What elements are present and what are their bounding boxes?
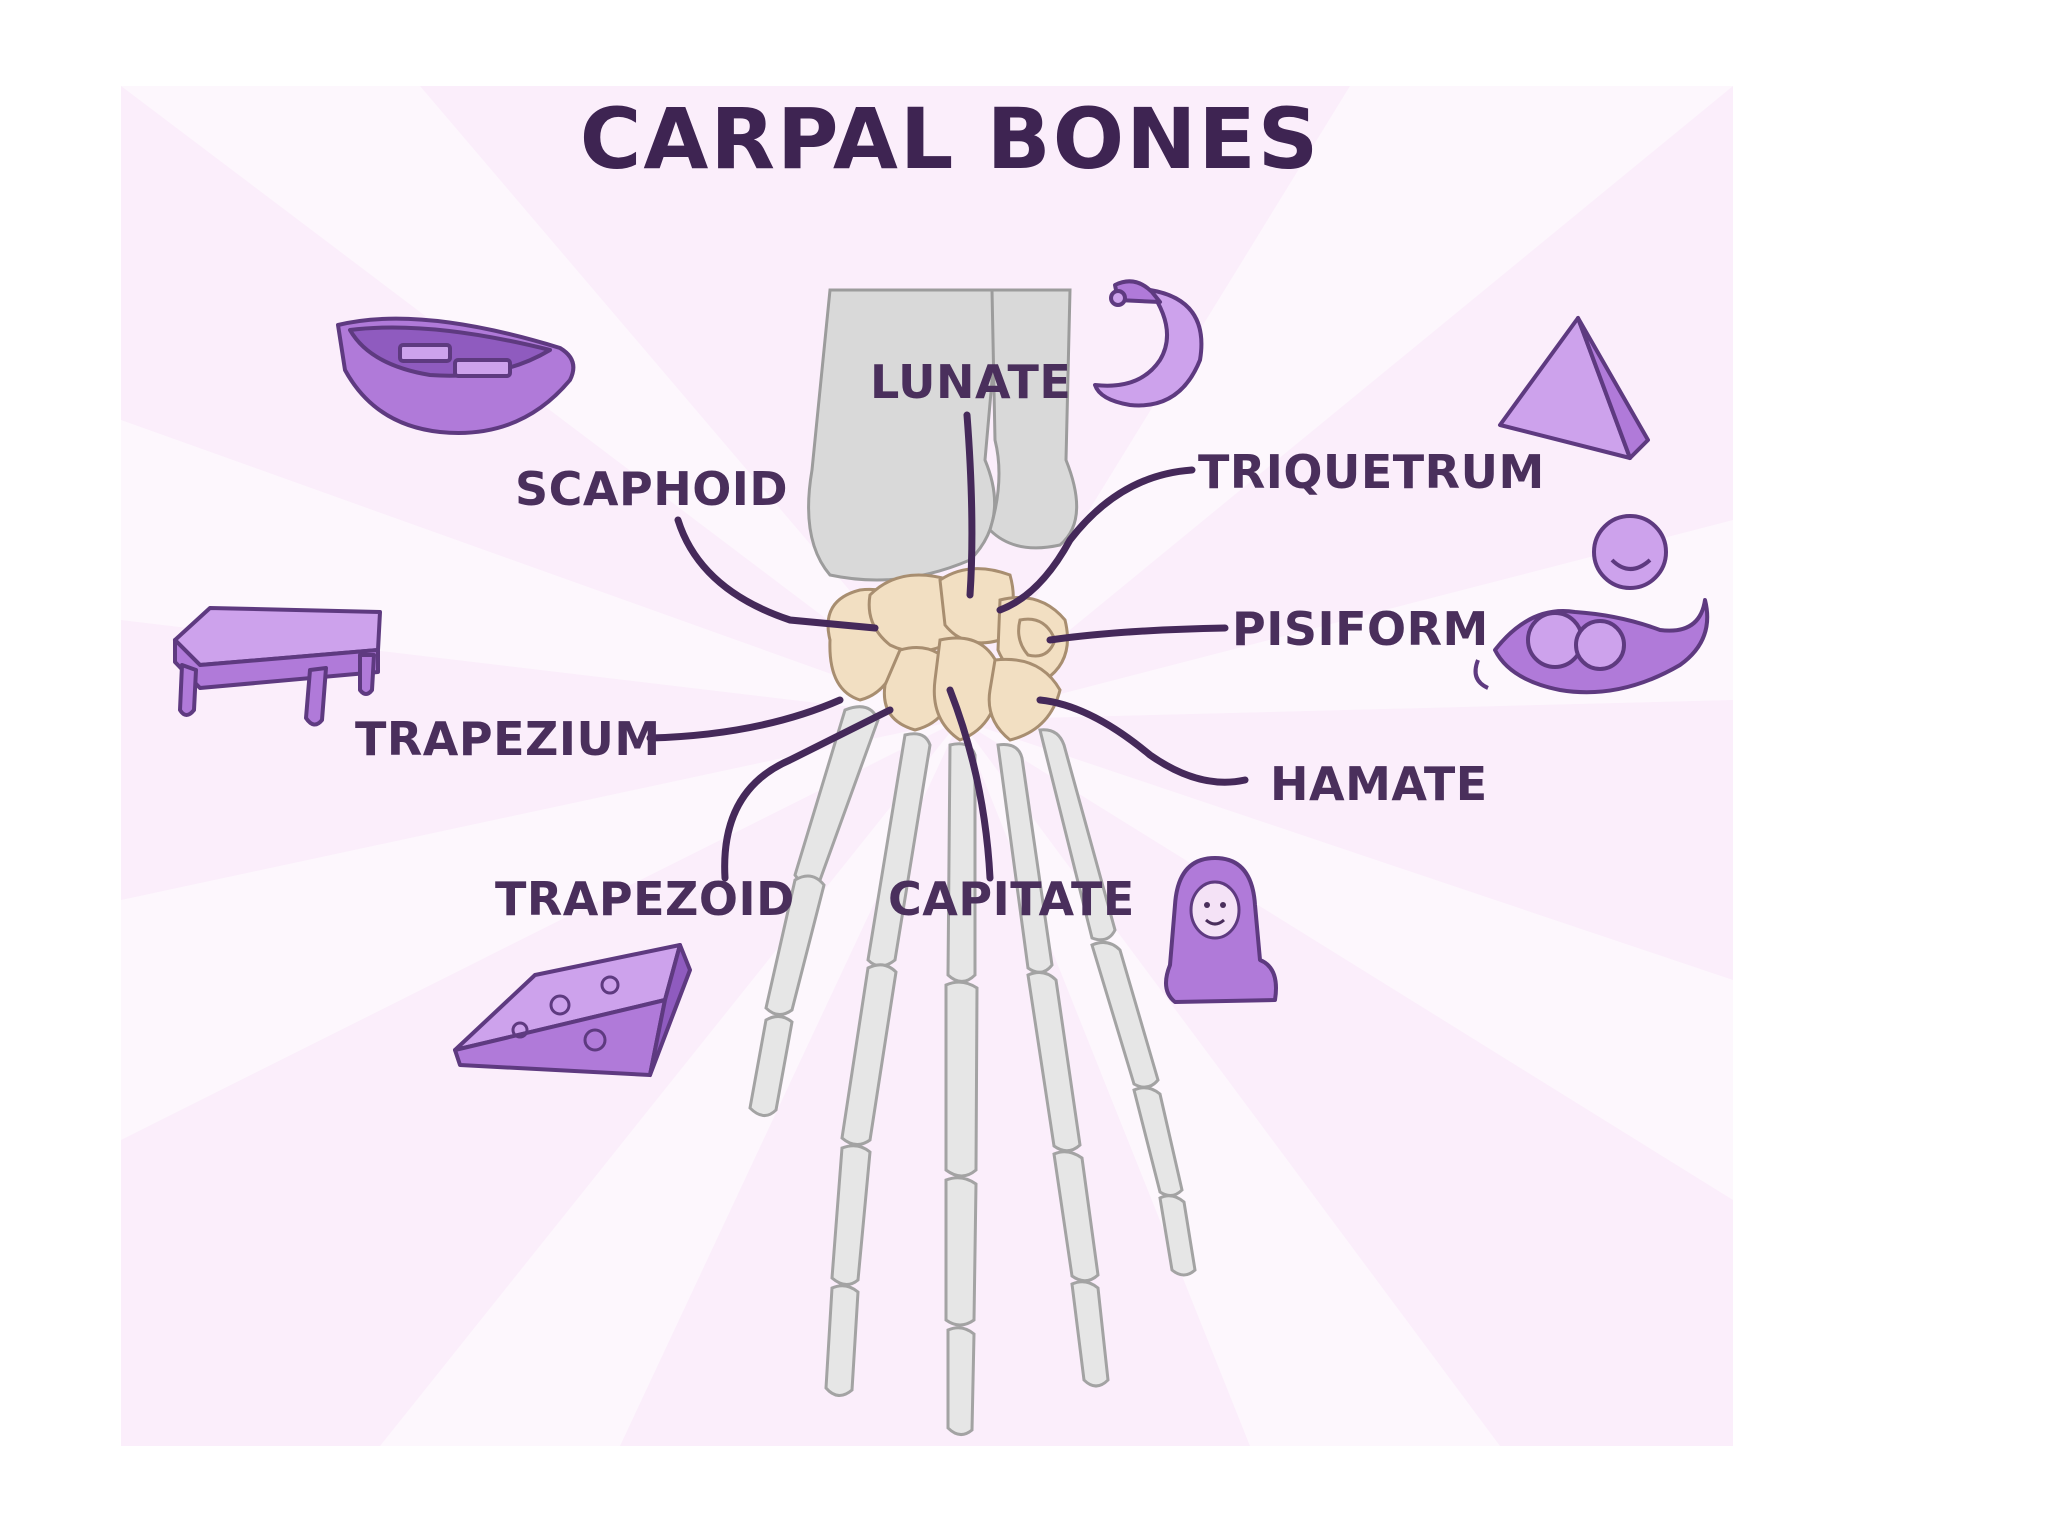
leader-lines	[646, 411, 1249, 882]
middle-distal	[946, 1326, 976, 1436]
label-hamate: HAMATE	[1270, 757, 1488, 811]
ulna-bone	[988, 288, 1079, 550]
ring-distal	[1070, 1280, 1110, 1388]
middle-middle	[944, 1176, 978, 1327]
label-trapezoid: TRAPEZOID	[495, 872, 795, 926]
little-proximal	[1090, 940, 1160, 1089]
carpal-cluster	[826, 567, 1069, 742]
ring-proximal	[1026, 970, 1082, 1153]
metacarpal-4	[996, 743, 1054, 974]
label-triquetrum: TRIQUETRUM	[1198, 445, 1545, 499]
label-pisiform: PISIFORM	[1232, 602, 1489, 656]
thumb-distal-phalanx	[748, 1015, 794, 1117]
index-distal	[824, 1284, 860, 1397]
label-scaphoid: SCAPHOID	[515, 462, 788, 516]
metacarpal-3	[946, 742, 977, 983]
boat-icon	[336, 316, 576, 435]
metacarpal-2	[866, 732, 932, 968]
label-capitate: CAPITATE	[888, 872, 1135, 926]
label-lunate: LUNATE	[870, 355, 1071, 409]
index-middle	[830, 1144, 872, 1286]
label-trapezium: TRAPEZIUM	[355, 712, 661, 766]
pyramid-icon	[1498, 316, 1650, 460]
hooded-figure-icon	[1164, 856, 1278, 1004]
metacarpal-5	[1038, 728, 1117, 942]
thumb-proximal-phalanx	[764, 874, 826, 1016]
hand-skeleton	[748, 288, 1197, 1436]
page-title: CARPAL BONES	[580, 90, 1321, 188]
index-proximal	[840, 963, 898, 1146]
little-middle	[1132, 1086, 1184, 1197]
cheese-wedge-icon	[453, 943, 692, 1077]
ring-middle	[1052, 1150, 1100, 1283]
pea-pod-icon	[1473, 514, 1710, 695]
little-distal	[1158, 1194, 1197, 1277]
crescent-moon-icon	[1093, 279, 1204, 408]
middle-proximal	[944, 980, 979, 1178]
table-icon	[173, 606, 382, 727]
